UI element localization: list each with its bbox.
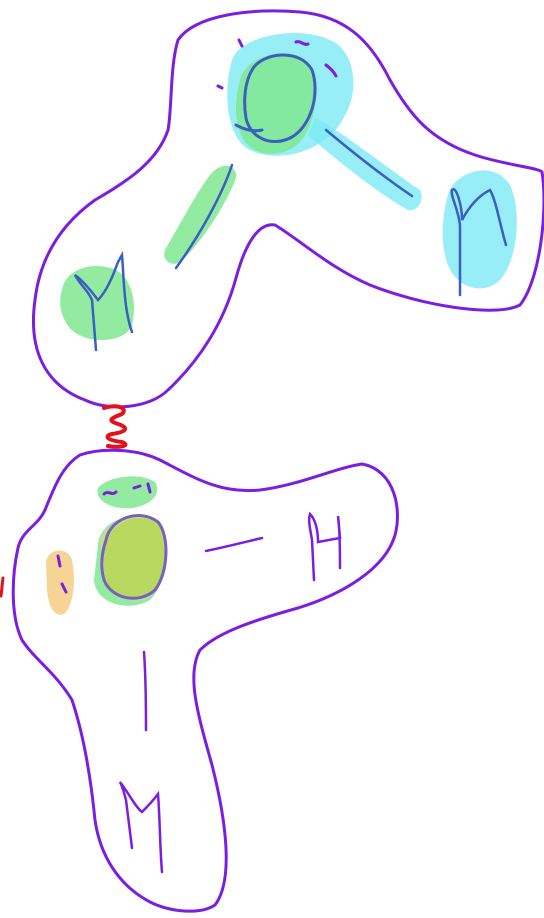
bottom-cell-outline xyxy=(13,450,397,911)
red-spring-connector xyxy=(104,406,125,446)
bottom-squiggle-2 xyxy=(134,486,140,488)
top-cyan-arm-fill xyxy=(308,118,422,210)
top-cell xyxy=(33,11,543,407)
bottom-right-receptor-icon xyxy=(309,514,340,580)
bottom-horizontal-line xyxy=(206,538,262,551)
bottom-lower-receptor-icon xyxy=(120,782,162,872)
bottom-squiggle-3 xyxy=(148,484,150,492)
top-squiggle-1 xyxy=(239,40,242,46)
bottom-cell xyxy=(1,450,397,911)
red-edge-tick xyxy=(1,578,3,596)
bottom-squiggle-1 xyxy=(104,492,116,494)
bottom-vertical-line xyxy=(144,652,146,730)
orange-blob-mark-1 xyxy=(58,556,60,566)
top-squiggle-4 xyxy=(218,86,222,88)
